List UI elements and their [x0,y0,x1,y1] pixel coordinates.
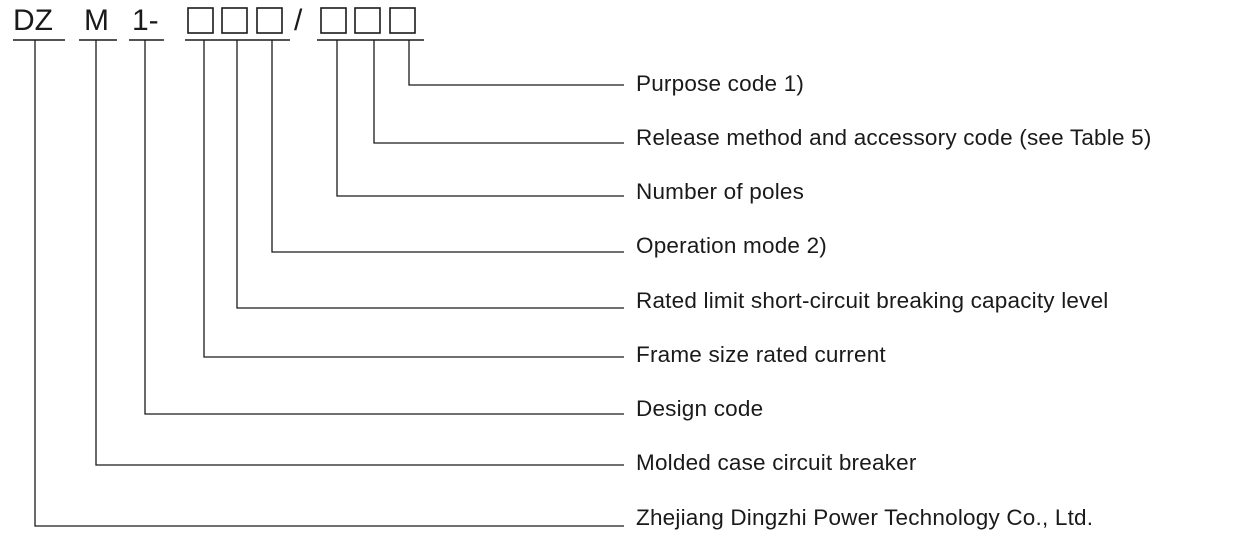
label-design-code: Design code [636,396,763,421]
label-product-type: Molded case circuit breaker [636,450,917,475]
label-purpose-code: Purpose code 1) [636,71,804,96]
leader-lines [34,40,624,527]
model-code-header: DZ M 1- / [13,4,424,41]
code-box-breaking-level [221,7,248,34]
code-box-release-method [354,7,381,34]
label-release-method: Release method and accessory code (see T… [636,125,1152,150]
leader-poles [336,40,624,197]
label-breaking-level: Rated limit short-circuit breaking capac… [636,288,1108,313]
leader-operation-mode [271,40,624,253]
code-separator: / [294,4,303,37]
code-prefix-1: 1- [132,4,159,37]
code-box-poles [320,7,347,34]
leader-design-code [144,40,624,415]
code-prefix-dz: DZ [13,4,53,37]
code-box-frame-size [187,7,214,34]
field-descriptions: Purpose code 1) Release method and acces… [636,71,1152,530]
leader-release-method [373,40,624,144]
label-operation-mode: Operation mode 2) [636,233,827,258]
leader-purpose-code [408,40,624,86]
leader-product-type [95,40,624,466]
code-box-purpose-code [389,7,416,34]
code-box-operation-mode [256,7,283,34]
leader-frame-size [203,40,624,358]
label-company: Zhejiang Dingzhi Power Technology Co., L… [636,505,1093,530]
code-prefix-m: M [84,4,109,37]
leader-company [34,40,624,527]
leader-breaking-level [236,40,624,309]
label-poles: Number of poles [636,179,804,204]
label-frame-size: Frame size rated current [636,342,886,367]
